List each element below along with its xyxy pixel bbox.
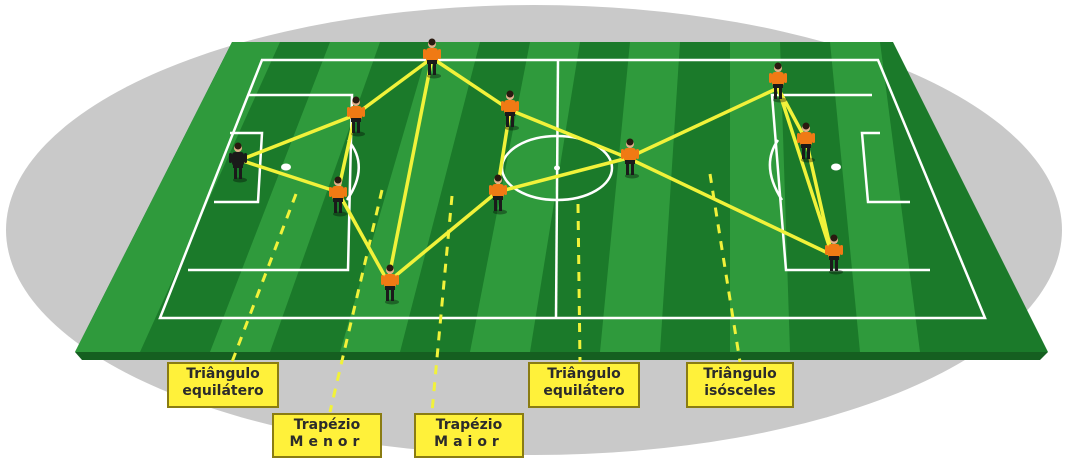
label-triangulo-isosceles: Triângulo isósceles [686, 362, 794, 408]
right-goal-box [860, 131, 910, 204]
player-figure [381, 264, 399, 305]
player-figure [423, 38, 441, 79]
isosceles-lines [776, 87, 834, 257]
player-figure [769, 62, 787, 103]
equilateral-left-lines [238, 113, 357, 194]
player-figure [329, 176, 347, 217]
left-penalty-box [188, 93, 354, 272]
label-line1: Triângulo [703, 366, 777, 382]
label-triangulo-equilatero-center: Triângulo equilátero [528, 362, 640, 408]
label-line1: Trapézio [293, 417, 361, 433]
label-triangulo-equilatero-left: Triângulo equilátero [167, 362, 279, 408]
label-line1: Trapézio [435, 417, 503, 433]
label-line1: Triângulo [547, 366, 621, 382]
player-figure [825, 234, 843, 275]
dashed-pointers [230, 173, 742, 413]
pointer-trap-menor [328, 189, 384, 413]
label-line2: Maior [434, 434, 504, 450]
passing-lines [238, 56, 834, 284]
label-line1: Triângulo [186, 366, 260, 382]
halfway-line [554, 59, 560, 319]
pointer-tri-equi-left [230, 193, 298, 363]
player-figure [797, 122, 815, 163]
player-figure [489, 174, 507, 215]
player-figure [501, 90, 519, 131]
field-spots [281, 163, 841, 171]
label-line2: Menor [289, 434, 365, 450]
right-arc [768, 139, 784, 201]
pointer-tri-isosceles [708, 173, 742, 363]
players-layer [229, 38, 843, 305]
player-figure [621, 138, 639, 179]
label-line2: equilátero [182, 383, 264, 399]
pointer-trap-maior [430, 195, 454, 413]
label-trapezio-menor: Trapézio Menor [272, 413, 382, 458]
label-line2: isósceles [704, 383, 776, 399]
right-penalty-box [770, 93, 930, 272]
label-line2: equilátero [543, 383, 625, 399]
touchline [158, 58, 987, 320]
player-figure [347, 96, 365, 137]
goalkeeper-figure [229, 142, 247, 183]
left-arc [345, 139, 360, 201]
label-trapezio-maior: Trapézio Maior [414, 413, 524, 458]
